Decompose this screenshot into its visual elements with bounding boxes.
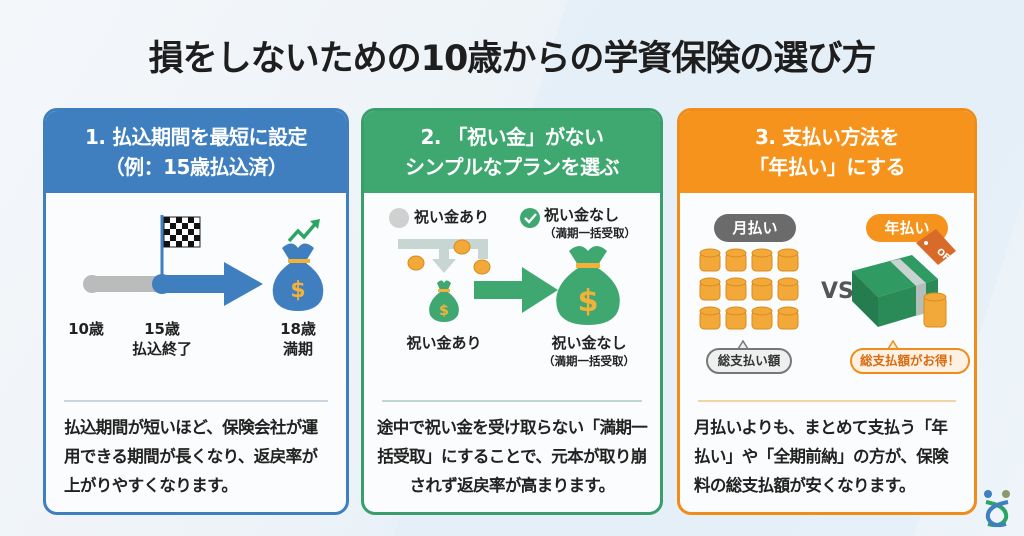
money-bag-icon: $ (272, 243, 324, 311)
card-body: 月払い 年払い OFF (680, 193, 974, 512)
card-header: 1. 払込期間を最短に設定 （例：15歳払込済） (46, 111, 346, 193)
timeline-end-status: 満期 (282, 340, 313, 358)
legend-without-sub: （満期一括受取） (544, 226, 636, 240)
timeline-arrow (224, 262, 263, 306)
legend-without: 祝い金なし （満期一括受取） (544, 205, 654, 241)
card-header: 2. 「祝い金」がない シンプルなプランを選ぶ (364, 111, 660, 193)
green-arrow (522, 267, 558, 313)
small-money-bag-icon: $ (429, 280, 459, 322)
large-bag-sub: （満期一括受取） (543, 354, 635, 368)
card-header-line1: 3. 支払い方法を (755, 125, 899, 149)
card-header-line1: 1. 払込期間を最短に設定 (85, 125, 307, 149)
timeline-end-label: 18歳 満期 (268, 319, 328, 359)
celebration-diagram: $ $ (389, 208, 620, 325)
card-divider (382, 400, 642, 402)
vs-label: VS (821, 279, 854, 304)
card-body: $ $ 祝い金あり 祝い金なし （満期一括受取） 祝い金あり 祝い金なし （満期… (364, 193, 660, 512)
timeline-end-age: 18歳 (280, 320, 316, 338)
card-no-celebration-money: 2. 「祝い金」がない シンプルなプランを選ぶ $ (361, 108, 663, 515)
legend-without-label: 祝い金なし (544, 206, 620, 224)
large-bag-title: 祝い金なし (551, 334, 627, 352)
brand-logo-icon (984, 490, 1010, 528)
payment-compare-diagram: OFF (699, 229, 956, 350)
svg-text:$: $ (290, 278, 305, 303)
gray-dot-icon (389, 208, 409, 228)
svg-text:$: $ (439, 303, 449, 319)
card-header: 3. 支払い方法を 「年払い」にする (680, 111, 974, 193)
timeline-mid-status: 払込終了 (131, 340, 192, 358)
timeline-start-dot (83, 275, 101, 293)
coin-stack-small-icon (923, 292, 947, 328)
card-description: 払込期間が短いほど、保険会社が運用できる期間が長くなり、返戻率が上がりやすくなり… (64, 418, 318, 495)
timeline-mid-age: 15歳 (144, 320, 180, 338)
card-divider (64, 400, 328, 402)
card-annual-payment: 3. 支払い方法を 「年払い」にする 月払い 年払い (677, 108, 977, 515)
legend-with-label: 祝い金あり (414, 208, 490, 226)
off-tag-icon: OFF (916, 229, 956, 267)
timeline-start-label: 10歳 (68, 320, 104, 338)
small-bag-label: 祝い金あり (406, 334, 482, 352)
monthly-pill: 月払い (714, 214, 796, 242)
large-bag-label: 祝い金なし （満期一括受取） (534, 333, 644, 369)
card-description: 月払いよりも、まとめて支払う「年払い」や「全期前納」の方が、保険料の総支払額が安… (694, 418, 949, 495)
cash-stack-icon (852, 255, 938, 327)
trend-up-arrow-icon (287, 221, 318, 243)
card-header-line1: 2. 「祝い金」がない (420, 125, 604, 149)
timeline-mid-dot (152, 274, 172, 294)
coin-stacks-icon (699, 248, 799, 330)
card-payment-period: 1. 払込期間を最短に設定 （例：15歳払込済） (43, 108, 349, 515)
large-money-bag-icon: $ (556, 246, 620, 325)
timeline-mid-label: 15歳 払込終了 (122, 319, 202, 359)
timeline-gray-bar (88, 276, 160, 292)
card-header-line2: 「年払い」にする (748, 155, 906, 179)
svg-text:$: $ (578, 284, 599, 319)
annual-total-callout: 総支払額がお得！ (850, 348, 970, 374)
card-divider (698, 400, 956, 402)
card-header-line2: シンプルなプランを選ぶ (405, 155, 619, 179)
card-body: $ 10歳 15歳 払込終了 18歳 満期 払込期間が短いほど、保険会社が運用で… (46, 193, 346, 512)
card-description: 途中で祝い金を受け取らない「満期一括受取」にすることで、元本が取り崩されず返戻率… (376, 418, 648, 495)
monthly-total-callout: 総支払い額 (706, 348, 792, 374)
checkered-flag-icon (160, 215, 201, 284)
page-title: 損をしないための10歳からの学資保険の選び方 (148, 39, 877, 79)
falling-coins-icon (407, 239, 491, 275)
timeline-diagram: $ (83, 215, 324, 311)
check-circle-icon (520, 208, 540, 228)
card-header-line2: （例：15歳払込済） (104, 155, 288, 179)
